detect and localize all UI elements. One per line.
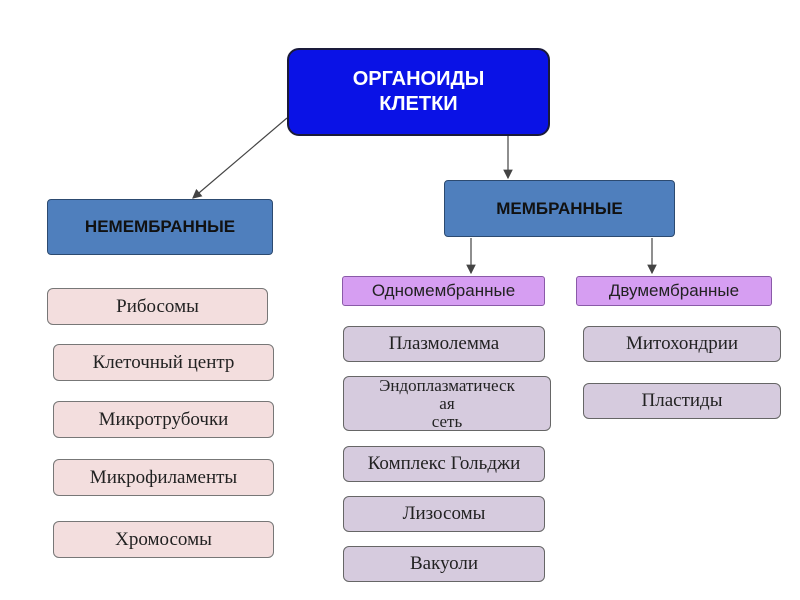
- single-membrane-item: Лизосомы: [343, 496, 545, 532]
- single-membrane-item: Плазмолемма: [343, 326, 545, 362]
- single-membrane-item: Эндоплазматическ ая сеть: [343, 376, 551, 431]
- double-membrane-item: Пластиды: [583, 383, 781, 419]
- category-membrane: МЕМБРАННЫЕ: [444, 180, 675, 237]
- non-membrane-item: Клеточный центр: [53, 344, 274, 381]
- single-membrane-item: Вакуоли: [343, 546, 545, 582]
- non-membrane-item: Микрофиламенты: [53, 459, 274, 496]
- subcategory-double-membrane: Двумембранные: [576, 276, 772, 306]
- single-membrane-item: Комплекс Гольджи: [343, 446, 545, 482]
- arrow-root-to-non-membrane: [192, 117, 288, 199]
- category-non-membrane: НЕМЕМБРАННЫЕ: [47, 199, 273, 255]
- subcategory-single-membrane: Одномембранные: [342, 276, 545, 306]
- non-membrane-item: Микротрубочки: [53, 401, 274, 438]
- root-node: ОРГАНОИДЫ КЛЕТКИ: [287, 48, 550, 136]
- non-membrane-item: Рибосомы: [47, 288, 268, 325]
- double-membrane-item: Митохондрии: [583, 326, 781, 362]
- non-membrane-item: Хромосомы: [53, 521, 274, 558]
